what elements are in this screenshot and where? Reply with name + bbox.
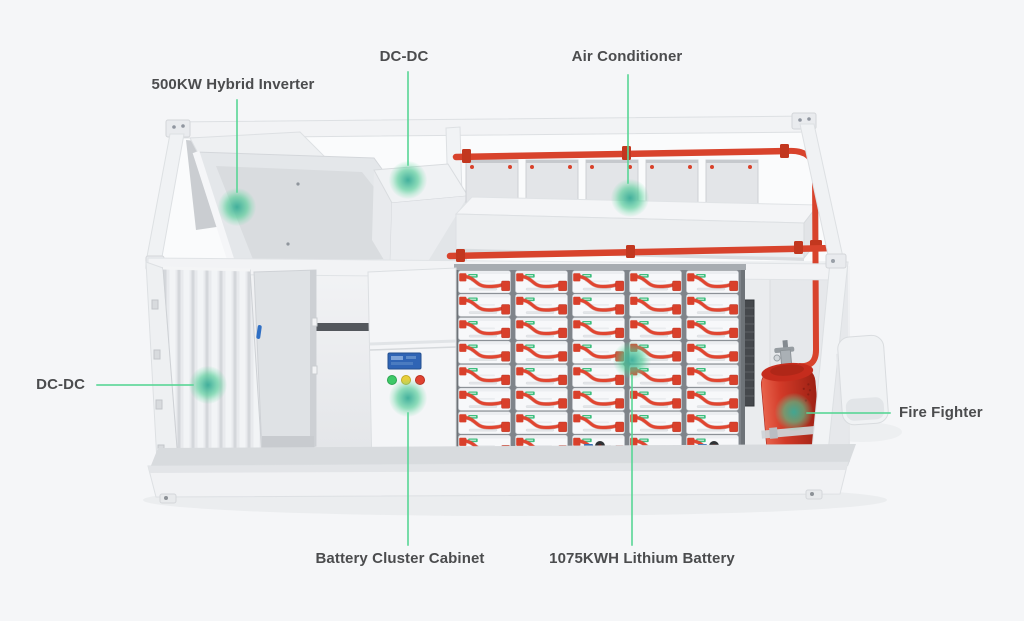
dcdc-converter [372, 163, 469, 271]
callout-dot-dcdc-left [189, 366, 227, 404]
lithium-battery-racks [454, 264, 746, 464]
condenser-box [836, 334, 889, 426]
callout-dot-dcdc-top [389, 161, 427, 199]
callout-label-battery-cluster-cabinet: Battery Cluster Cabinet [315, 550, 485, 567]
callout-dot-hybrid-inverter [218, 188, 256, 226]
callout-label-dcdc-left: DC-DC [36, 376, 85, 393]
callout-dot-fire-fighter [775, 393, 813, 431]
brand-logo-mark [256, 325, 262, 339]
fire-pipe-lower [446, 241, 840, 262]
callout-dot-air-conditioner [611, 179, 649, 217]
callout-line-lithium-battery [631, 374, 633, 546]
callout-label-dcdc-top: DC-DC [379, 48, 429, 65]
callout-dot-lithium-battery [613, 341, 651, 379]
callout-line-air-conditioner [627, 74, 629, 184]
callout-label-fire-fighter: Fire Fighter [899, 404, 983, 421]
callout-label-air-conditioner: Air Conditioner [571, 48, 683, 65]
battery-cluster-cabinet [367, 267, 457, 471]
callout-line-hybrid-inverter [236, 99, 238, 193]
inverter-cabinet-front [253, 269, 318, 453]
callout-line-battery-cluster-cabinet [407, 412, 409, 546]
cabinet-screen [387, 352, 422, 370]
callout-label-hybrid-inverter: 500KW Hybrid Inverter [151, 76, 315, 93]
callout-label-lithium-battery: 1075KWH Lithium Battery [549, 550, 735, 567]
callout-line-dcdc-left [96, 384, 194, 386]
callout-dot-battery-cluster-cabinet [389, 379, 427, 417]
callout-line-dcdc-top [407, 71, 409, 166]
callout-line-fire-fighter [806, 412, 891, 414]
container-base [147, 444, 856, 504]
